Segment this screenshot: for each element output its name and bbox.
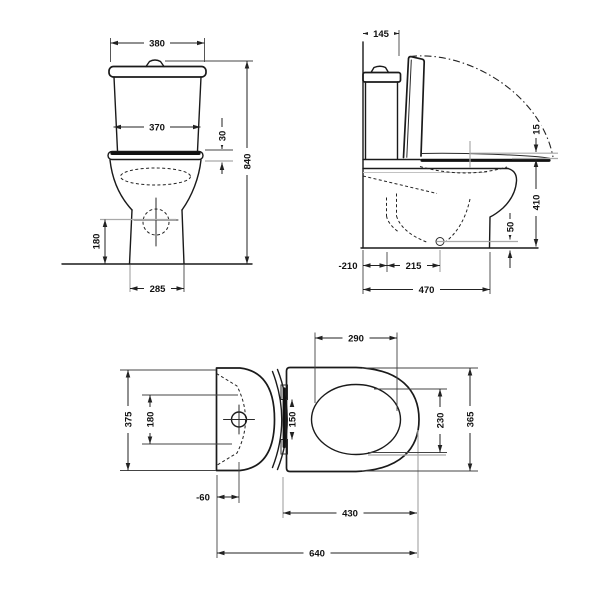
front-view: 380 370 840 30 180 <box>61 37 253 295</box>
extension-lines <box>142 394 238 445</box>
front-dim-lid-width: 380 <box>110 37 205 62</box>
dim-label: 15 <box>531 124 542 135</box>
front-waterline-hidden <box>120 167 191 186</box>
label-mask <box>216 127 228 145</box>
front-lid-knob <box>145 59 165 68</box>
top-dim-button-offset: -60 <box>196 475 240 558</box>
top-dim-bowl-opening-length: 290 <box>314 332 398 411</box>
side-view: 145 15 410 50 -210 215 <box>338 28 558 296</box>
side-dim-wall-offset: -210 <box>338 250 388 294</box>
side-trap-hidden-pipe <box>386 193 397 216</box>
side-bowl-rim-hidden <box>419 166 508 174</box>
side-lid-knob <box>370 65 390 74</box>
front-dim-base-width: 285 <box>129 265 185 295</box>
dim-label: 290 <box>348 333 364 344</box>
front-seat-bar <box>107 150 204 161</box>
extension-lines <box>120 369 216 471</box>
dim-label: 150 <box>287 412 298 428</box>
dim-label: 470 <box>419 285 435 296</box>
dim-label: 180 <box>145 412 156 428</box>
label-mask <box>303 547 331 559</box>
side-dim-outlet-center-height: 50 <box>504 213 516 268</box>
dim-label: 230 <box>435 413 446 429</box>
side-raised-lid-inner-edge <box>406 59 412 158</box>
extension-lines <box>368 388 447 453</box>
dim-label: 840 <box>242 154 253 170</box>
side-trap-hidden-diagonal <box>362 175 438 194</box>
label-mask <box>144 121 170 133</box>
top-dim-bowl-opening-width: 230 <box>368 388 447 453</box>
extension-lines <box>314 332 398 411</box>
dim-label: 410 <box>531 195 542 211</box>
side-dim-trap-to-outlet: 215 <box>386 260 441 272</box>
side-dim-base-depth: 470 <box>362 252 491 296</box>
top-dim-seat-outer-width: 365 <box>362 367 478 472</box>
front-outlet-centerlines <box>133 197 179 247</box>
dim-label: 640 <box>309 548 325 559</box>
top-dim-tank-outer-width: 375 <box>120 369 216 471</box>
label-mask <box>122 406 134 433</box>
top-button-centerlines <box>223 404 255 435</box>
dim-label: 285 <box>150 284 167 295</box>
label-mask <box>144 283 171 294</box>
side-trap-hidden-curves <box>386 215 429 243</box>
side-seat-top-line <box>421 152 550 159</box>
front-tank-body <box>113 76 202 152</box>
dim-label: 375 <box>123 411 134 428</box>
front-dim-seat-thickness: 30 <box>205 118 233 174</box>
extension-lines <box>362 250 388 294</box>
top-bowl-opening <box>310 383 402 456</box>
label-mask <box>336 507 364 519</box>
side-raised-lid <box>402 55 426 159</box>
dim-label: 50 <box>505 222 516 233</box>
side-bowl-back-hidden <box>445 198 471 242</box>
label-mask <box>530 189 542 216</box>
dim-label: 370 <box>149 122 165 133</box>
label-mask <box>413 284 440 295</box>
top-cistern-lid-hidden <box>216 373 246 466</box>
label-mask <box>400 260 427 271</box>
side-cistern-lid <box>362 71 402 83</box>
label-mask <box>368 28 394 39</box>
dim-label: 365 <box>465 411 476 428</box>
top-cistern-outline <box>215 367 276 472</box>
side-dim-lid-thickness: 15 <box>530 122 542 153</box>
side-dim-tank-depth: 145 <box>362 28 400 56</box>
front-pedestal <box>128 209 185 265</box>
top-seat-outline <box>285 366 420 473</box>
front-bowl-outline <box>109 159 202 211</box>
label-mask <box>342 332 370 344</box>
label-mask <box>144 407 156 433</box>
side-bowl-front-outline <box>488 167 518 249</box>
label-mask <box>241 148 253 175</box>
top-view: 375 180 150 290 230 <box>120 332 478 559</box>
label-mask <box>530 122 542 137</box>
top-dim-hinge-span: 150 <box>287 399 298 440</box>
front-dim-tank-width: 370 <box>113 121 201 133</box>
dim-label: 180 <box>91 234 102 250</box>
extension-lines <box>362 367 478 472</box>
top-dim-total-depth: 640 <box>216 547 418 559</box>
dim-label: 215 <box>406 261 423 272</box>
label-mask <box>464 406 476 433</box>
dim-label: 430 <box>342 508 358 519</box>
dim-label: -60 <box>196 492 210 503</box>
top-dim-seat-length: 430 <box>282 507 418 519</box>
side-lid-swing-arc <box>409 55 554 158</box>
top-dim-button-span: 180 <box>142 394 238 445</box>
dim-label: 30 <box>217 131 228 142</box>
label-mask <box>504 219 516 235</box>
label-mask <box>144 37 170 49</box>
side-dim-rim-height: 410 <box>530 159 542 247</box>
dim-label: -210 <box>338 261 357 272</box>
side-tank-body <box>362 81 421 161</box>
front-dim-outlet-height: 180 <box>91 219 108 265</box>
label-mask <box>434 407 446 434</box>
front-cistern-lid <box>108 65 207 78</box>
front-dim-total-height: 840 <box>165 60 253 265</box>
dim-label: 380 <box>149 38 165 49</box>
dim-label: 145 <box>373 29 390 40</box>
